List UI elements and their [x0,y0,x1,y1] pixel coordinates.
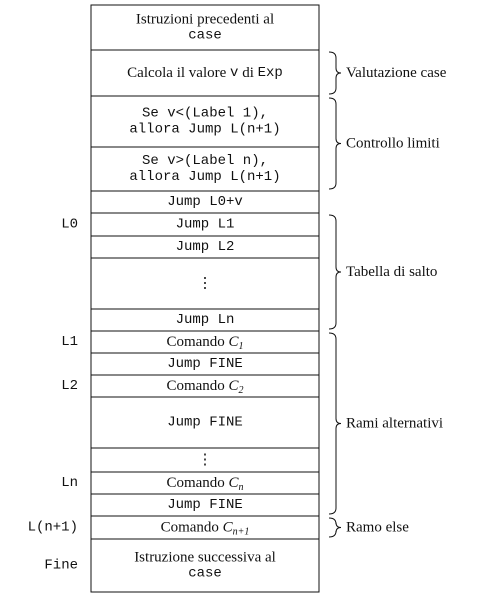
group-label: Tabella di salto [346,264,437,280]
command-text: Comando C1 [166,334,243,352]
row-text-line: allora Jump L(n+1) [129,122,280,138]
row-text-line: allora Jump L(n+1) [129,169,280,185]
table-border [90,4,320,593]
command-text: Comando Cn+1 [161,520,250,538]
command-word: Comando [166,475,228,491]
group-brace [328,332,342,515]
left-label: L1 [61,334,78,350]
command-word: Comando [166,378,228,394]
command-subscript: 1 [239,341,244,352]
command-subscript: n [239,482,244,493]
command-text: Comando Cn [166,475,243,493]
group-label: Rami alternativi [346,416,443,432]
left-label: L2 [61,378,78,394]
left-label: L(n+1) [28,520,78,536]
row-text-line: Se v>(Label n), [142,153,268,169]
row-text-segment: di [238,65,257,81]
row-text-segment: Exp [258,65,283,81]
command-variable: C [229,475,240,491]
row-text-segment: v [230,65,238,81]
row-text: Calcola il valore v di Exp [127,65,283,81]
row-text-line: case [188,566,222,582]
ellipsis: ⋮ [198,276,213,292]
left-label: L0 [61,217,78,233]
command-word: Comando [166,334,228,350]
row-text: Jump L1 [176,217,235,233]
group-label: Controllo limiti [346,136,440,152]
row-text-segment: Calcola il valore [127,65,230,81]
left-label: Ln [61,475,78,491]
command-variable: C [229,378,240,394]
group-brace [328,97,342,190]
command-word: Comando [161,520,223,536]
row-text-line: case [188,28,222,44]
left-label: Fine [44,558,78,574]
command-subscript: n+1 [233,526,250,537]
row-text: Jump L2 [176,239,235,255]
row-text: Jump FINE [167,415,243,431]
row-text-line: Istruzione successiva al [134,550,276,566]
row-text: Jump Ln [176,312,235,328]
command-text: Comando C2 [166,378,243,396]
group-brace [328,51,342,95]
row-text: Jump FINE [167,356,243,372]
group-label: Ramo else [346,520,409,536]
command-subscript: 2 [239,385,244,396]
row-text: Jump FINE [167,497,243,513]
group-label: Valutazione case [346,65,447,81]
row-text: Jump L0+v [167,194,243,210]
ellipsis: ⋮ [198,452,213,468]
row-text-line: Istruzioni precedenti al [136,12,274,28]
group-brace [328,517,342,538]
command-variable: C [223,520,234,536]
command-variable: C [229,334,240,350]
group-brace [328,214,342,330]
row-text-line: Se v<(Label 1), [142,106,268,122]
